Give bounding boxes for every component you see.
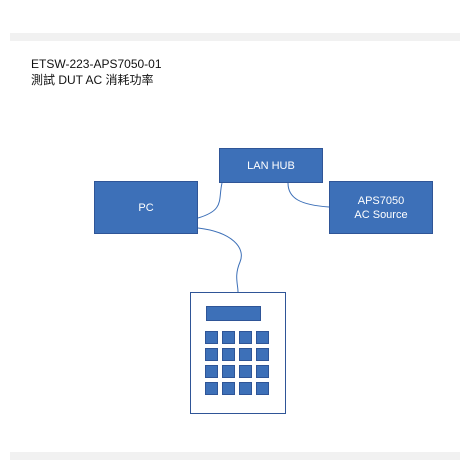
device-key	[239, 365, 252, 378]
lan-hub-node: LAN HUB	[219, 148, 323, 183]
page-subtitle: 測試 DUT AC 消耗功率	[31, 73, 154, 87]
device-key	[205, 382, 218, 395]
device-key	[256, 382, 269, 395]
device-key	[239, 348, 252, 361]
device-key	[222, 382, 235, 395]
device-display	[206, 306, 261, 321]
device-key	[239, 331, 252, 344]
device-keypad	[205, 331, 269, 395]
device-key	[256, 365, 269, 378]
aps-model-label: APS7050	[357, 194, 405, 207]
device-key	[205, 331, 218, 344]
aps-type-label: AC Source	[354, 208, 408, 221]
device-key	[222, 365, 235, 378]
device-key	[205, 365, 218, 378]
pc-node: PC	[94, 181, 198, 234]
dut-device-icon	[190, 292, 286, 414]
page-title: ETSW-223-APS7050-01	[31, 57, 162, 71]
top-band	[10, 33, 460, 41]
link-hub-aps	[287, 182, 330, 208]
device-key	[205, 348, 218, 361]
device-key	[256, 348, 269, 361]
ac-source-node: APS7050 AC Source	[329, 181, 433, 234]
device-key	[256, 331, 269, 344]
pc-label: PC	[138, 201, 154, 214]
hub-label: LAN HUB	[247, 159, 295, 172]
device-key	[239, 382, 252, 395]
device-key	[222, 348, 235, 361]
bottom-band	[10, 452, 460, 460]
link-pc-device	[197, 227, 242, 293]
device-key	[222, 331, 235, 344]
link-pc-hub	[197, 182, 223, 219]
